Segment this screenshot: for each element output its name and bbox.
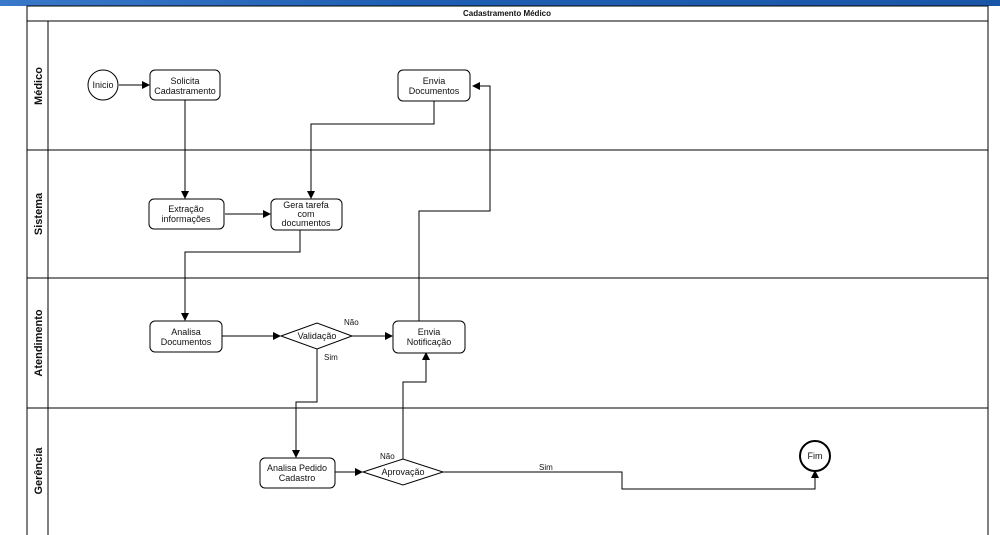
task-label: Notificação bbox=[407, 337, 452, 347]
lane-label-gerencia: Gerência bbox=[33, 447, 45, 495]
task-label: documentos bbox=[281, 218, 331, 228]
pool bbox=[26, 5, 989, 535]
edge-envia-gera bbox=[307, 101, 435, 199]
gateway-label: Validação bbox=[298, 331, 337, 341]
start-event[interactable]: Inicio bbox=[87, 69, 119, 101]
task-gera-tarefa[interactable]: Gera tarefa com documentos bbox=[270, 198, 343, 231]
task-label: Analisa bbox=[171, 327, 201, 337]
gateway-aprovacao[interactable]: Aprovação bbox=[361, 458, 445, 486]
task-label: Documentos bbox=[161, 337, 212, 347]
task-envia-notificacao[interactable]: Envia Notificação bbox=[392, 320, 466, 354]
edge-validacao-analisapedido bbox=[292, 349, 318, 458]
edge-label-aprovacao-nao: Não bbox=[380, 452, 395, 461]
task-label: Analisa Pedido bbox=[267, 463, 327, 473]
task-analisa-pedido-cadastro[interactable]: Analisa Pedido Cadastro bbox=[259, 457, 336, 489]
end-event[interactable]: Fim bbox=[799, 440, 831, 472]
end-event-label: Fim bbox=[808, 451, 823, 461]
task-envia-documentos[interactable]: Envia Documentos bbox=[397, 69, 471, 102]
task-label: com bbox=[297, 209, 314, 219]
edge-aprovacao-fim bbox=[443, 470, 819, 490]
task-label: Extração bbox=[168, 204, 204, 214]
edge-label-validacao-sim: Sim bbox=[324, 353, 338, 362]
task-label: informações bbox=[161, 214, 211, 224]
edge-gera-analisa bbox=[181, 230, 301, 321]
gateway-validacao[interactable]: Validação bbox=[279, 322, 354, 350]
task-analisa-documentos[interactable]: Analisa Documentos bbox=[149, 320, 223, 353]
task-label: Envia bbox=[418, 327, 441, 337]
start-event-label: Inicio bbox=[92, 80, 113, 90]
task-label: Gera tarefa bbox=[283, 200, 329, 210]
edge-notif-envia bbox=[418, 82, 491, 321]
connectors bbox=[119, 81, 819, 490]
lane-label-sistema: Sistema bbox=[33, 192, 45, 235]
task-label: Cadastro bbox=[279, 473, 316, 483]
task-label: Solicita bbox=[170, 76, 199, 86]
edge-label-validacao-nao: Não bbox=[344, 318, 359, 327]
edge-aprovacao-notif bbox=[402, 352, 430, 459]
gateway-label: Aprovação bbox=[381, 467, 424, 477]
lane-label-atendimento: Atendimento bbox=[33, 309, 45, 377]
edge-label-aprovacao-sim: Sim bbox=[539, 463, 553, 472]
task-label: Envia bbox=[423, 76, 446, 86]
window-top-bar bbox=[0, 0, 1000, 6]
task-label: Documentos bbox=[409, 86, 460, 96]
task-extracao-informacoes[interactable]: Extração informações bbox=[148, 198, 225, 230]
diagram-title: Cadastramento Médico bbox=[463, 9, 551, 18]
task-label: Cadastramento bbox=[154, 86, 216, 96]
lane-label-medico: Médico bbox=[33, 67, 45, 105]
task-solicita-cadastramento[interactable]: Solicita Cadastramento bbox=[149, 69, 221, 101]
